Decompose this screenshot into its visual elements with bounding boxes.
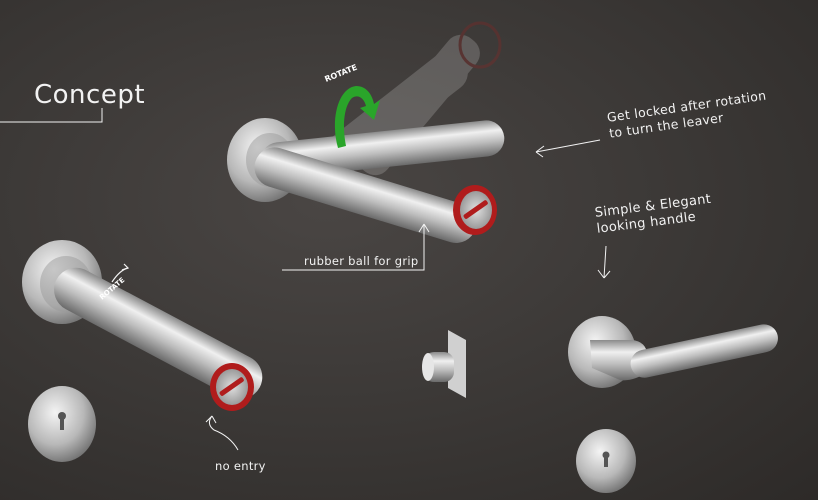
annotation-rubber-ball: rubber ball for grip <box>304 254 419 268</box>
annotation-no-entry: no entry <box>215 459 266 473</box>
top-lever-main <box>254 147 477 243</box>
left-handle: ROTATE <box>22 240 263 411</box>
right-handle <box>568 316 778 388</box>
latch-bolt <box>422 330 466 398</box>
left-lever <box>54 267 263 400</box>
annotation-lines <box>0 108 611 451</box>
rotate-label-top: ROTATE <box>323 63 358 84</box>
keyhole-rose-left <box>28 386 96 462</box>
keyhole-rose-right <box>576 429 636 493</box>
page-title: Concept <box>34 80 146 110</box>
top-handle: ROTATE <box>227 63 505 243</box>
rotate-arrow-icon <box>334 86 380 148</box>
